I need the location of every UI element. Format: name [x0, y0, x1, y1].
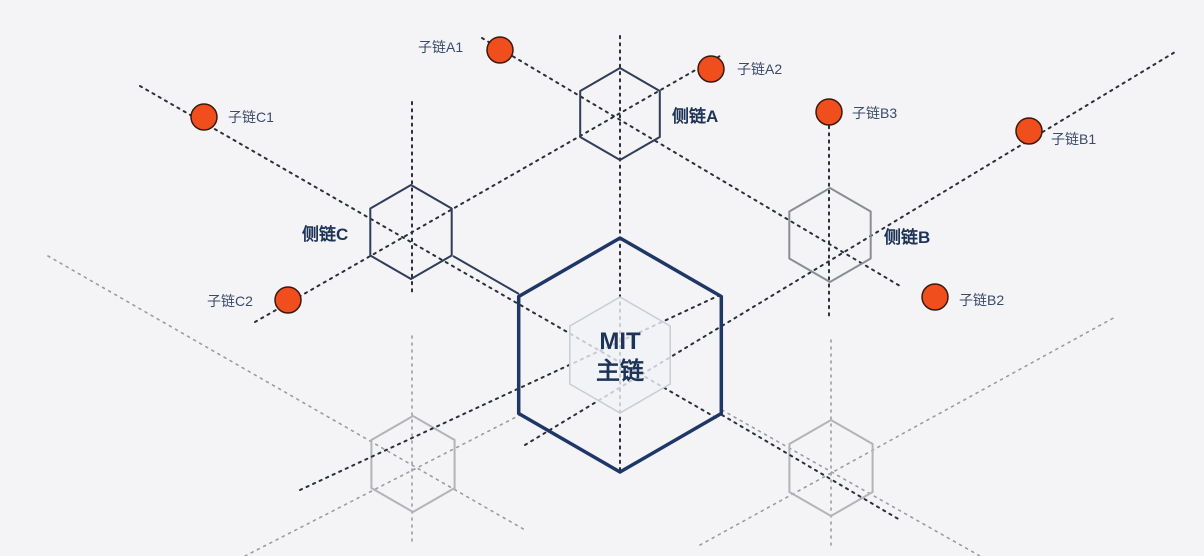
side-chain-c-label: 侧链C	[302, 224, 348, 244]
side-chain-hexagons	[369, 67, 872, 283]
main-chain-inner-hexagon	[569, 296, 671, 414]
sub-chain-b2-label: 子链B2	[959, 292, 1004, 308]
sub-chain-a1-node[interactable]	[486, 36, 514, 64]
ghost-left-hexagon	[370, 414, 456, 514]
solid-connector-line	[452, 255, 520, 295]
ghost-right-hexagon	[788, 418, 874, 518]
sub-chain-b1-label: 子链B1	[1051, 131, 1096, 147]
sub-chain-b1-node[interactable]	[1015, 117, 1043, 145]
dark-dotted-line	[254, 55, 721, 323]
sub-chain-b3-node[interactable]	[815, 98, 843, 126]
ghost-hexagons	[370, 414, 874, 518]
sub-chain-b2-node[interactable]	[921, 283, 949, 311]
dark-dotted-line	[299, 294, 721, 491]
sub-chain-c2-label: 子链C2	[207, 293, 253, 309]
dark-dotted-line	[481, 37, 901, 287]
sub-chain-a1-label: 子链A1	[418, 39, 463, 55]
sub-chain-c2-node[interactable]	[274, 286, 302, 314]
light-dotted-line	[721, 409, 981, 556]
dark-dotted-line	[524, 51, 1176, 446]
main-chain-label-line1: MIT	[599, 328, 641, 355]
dark-dotted-lines	[139, 35, 1176, 521]
main-chain-hexagon[interactable]	[516, 236, 724, 474]
side-chain-a-hexagon[interactable]	[579, 67, 661, 161]
light-dotted-line	[244, 414, 521, 556]
side-chain-b-hexagon[interactable]	[788, 187, 872, 283]
sub-chain-a2-label: 子链A2	[737, 61, 782, 77]
sub-chain-a2-node[interactable]	[697, 55, 725, 83]
light-dotted-line	[699, 315, 1118, 546]
main-chain-outer-hexagon[interactable]	[516, 236, 724, 474]
labels: MIT 主链 侧链A 侧链B 侧链C 子链A1 子链A2 子链B1 子链B2 子链B3 子链C1…	[207, 39, 1096, 385]
dark-dotted-line	[721, 414, 901, 521]
sub-chain-c1-label: 子链C1	[228, 109, 274, 125]
sub-chain-nodes	[190, 36, 1043, 314]
side-chain-c-hexagon[interactable]	[369, 184, 453, 280]
light-dotted-line	[47, 255, 526, 531]
main-chain-label-line2: 主链	[596, 357, 645, 385]
sub-chain-c1-node[interactable]	[190, 103, 218, 131]
light-dotted-lines	[47, 255, 1118, 556]
solid-connectors	[452, 255, 520, 295]
side-chain-b-label: 侧链B	[884, 227, 930, 247]
side-chain-a-label: 侧链A	[672, 106, 718, 126]
sub-chain-b3-label: 子链B3	[852, 105, 897, 121]
